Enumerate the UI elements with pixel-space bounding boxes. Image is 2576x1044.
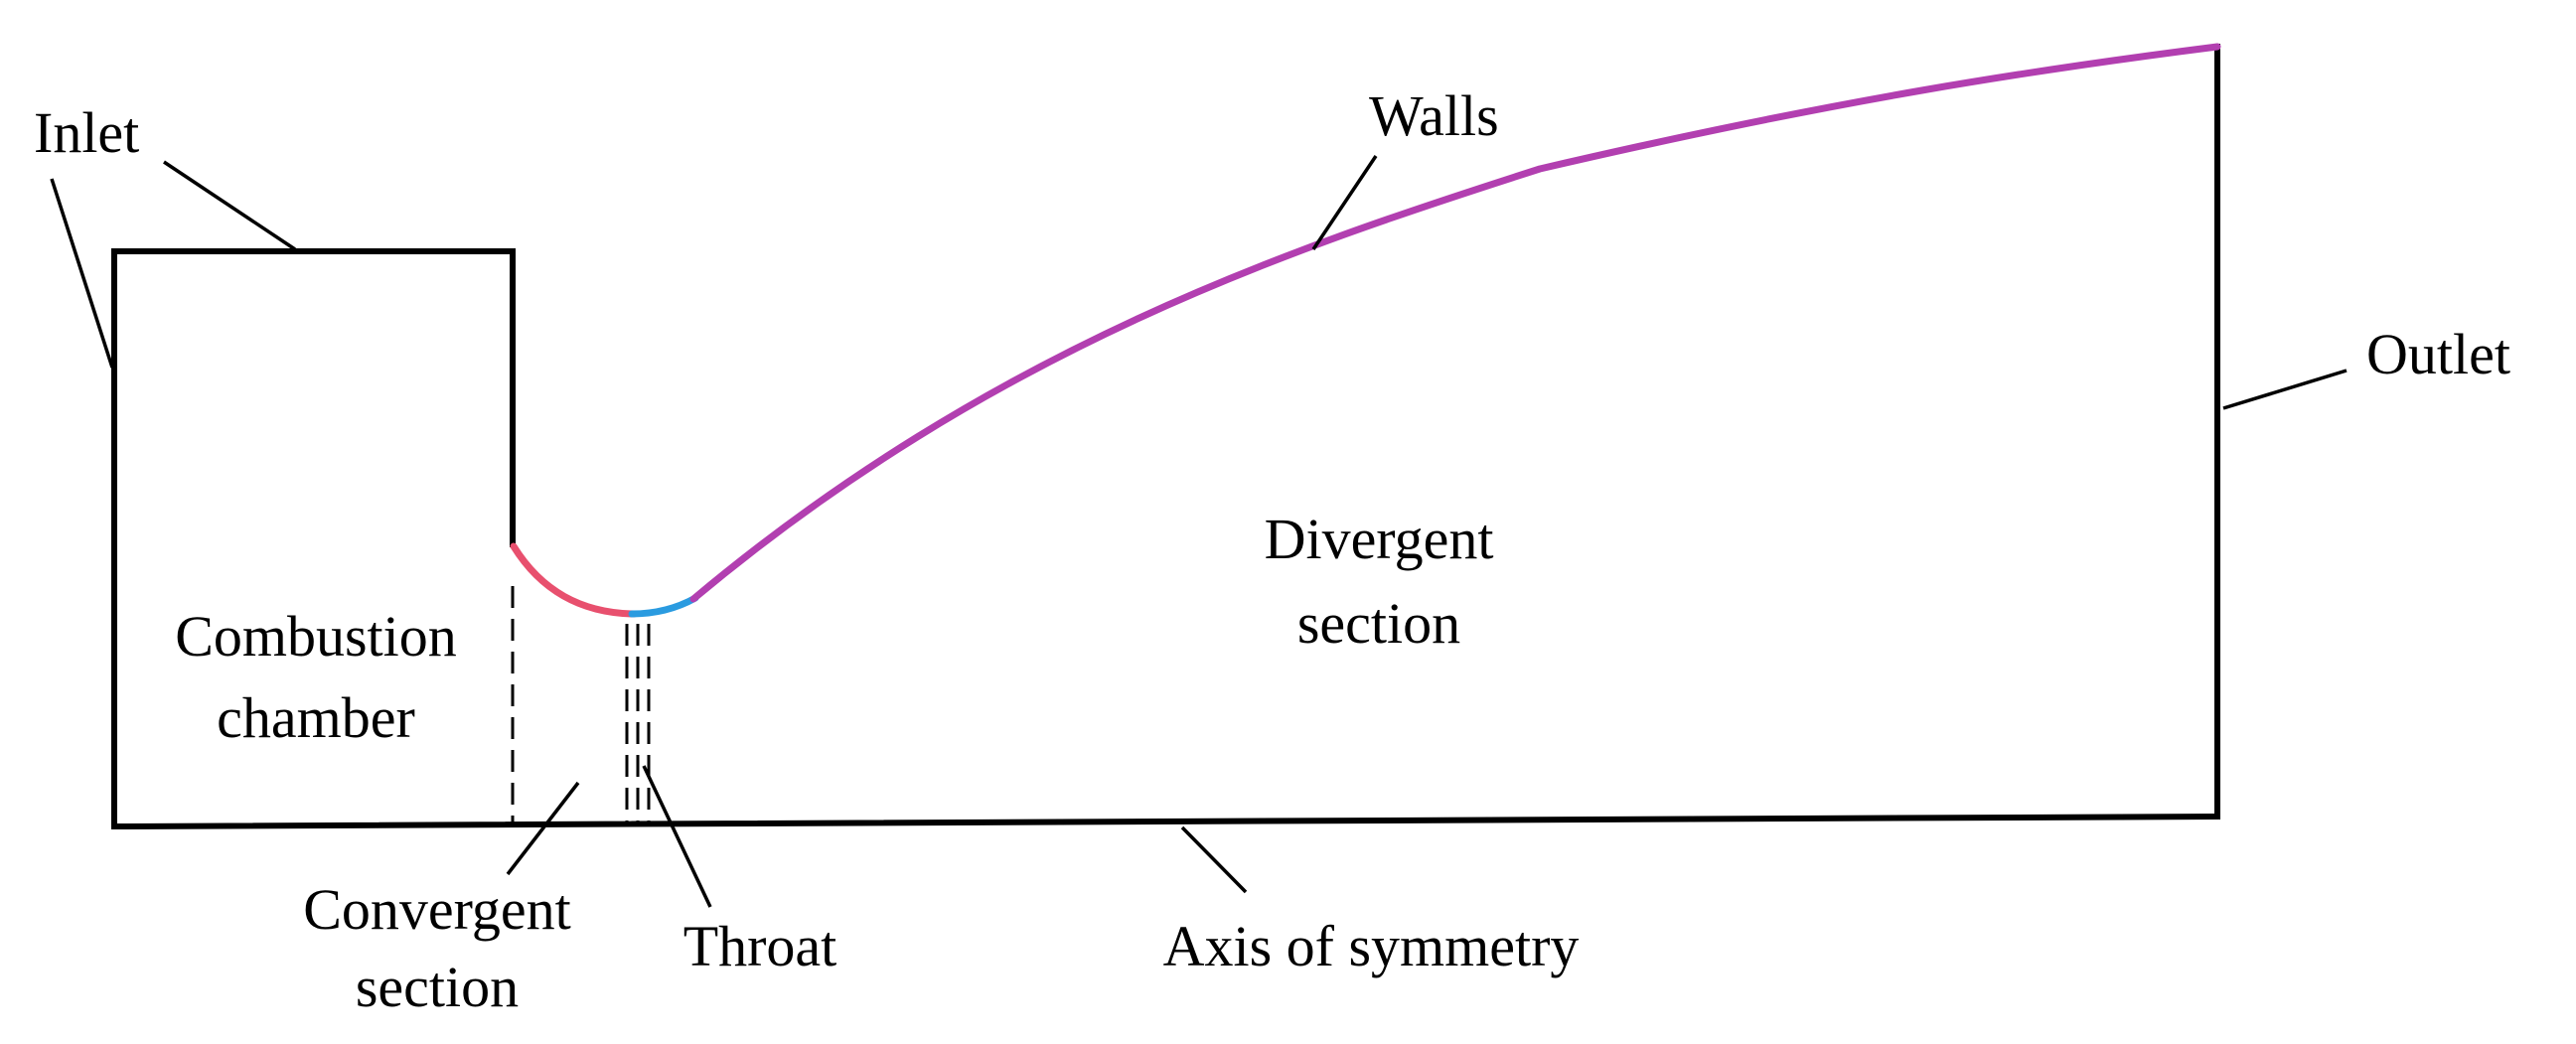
- inlet-label: Inlet: [34, 100, 139, 165]
- convergent-section-label-line1: Convergent: [303, 877, 571, 942]
- divergent-section-label-line2: section: [1297, 591, 1460, 656]
- axis-of-symmetry-label: Axis of symmetry: [1163, 914, 1580, 978]
- outlet-leader: [2222, 369, 2348, 410]
- convergent-wall: [510, 542, 638, 618]
- throat-wall: [628, 594, 699, 618]
- inlet-leader-left: [50, 178, 114, 369]
- throat-leader: [642, 765, 712, 908]
- combustion-chamber-label-line1: Combustion: [175, 604, 457, 669]
- walls-label: Walls: [1369, 83, 1499, 148]
- axis-leader: [1180, 825, 1248, 894]
- divergent-section-label-line1: Divergent: [1265, 507, 1494, 571]
- inlet-leader-top: [163, 160, 296, 251]
- combustion-chamber-label-line2: chamber: [217, 685, 415, 750]
- convergent-section-label-line2: section: [356, 955, 519, 1019]
- walls-leader: [1311, 155, 1378, 250]
- throat-label: Throat: [683, 914, 837, 978]
- convergent-leader: [506, 781, 580, 876]
- divergent-wall: [689, 43, 2221, 603]
- outlet-label: Outlet: [2366, 322, 2510, 386]
- axis-of-symmetry-line: [110, 813, 2221, 830]
- combustion-chamber-outline: [111, 248, 516, 829]
